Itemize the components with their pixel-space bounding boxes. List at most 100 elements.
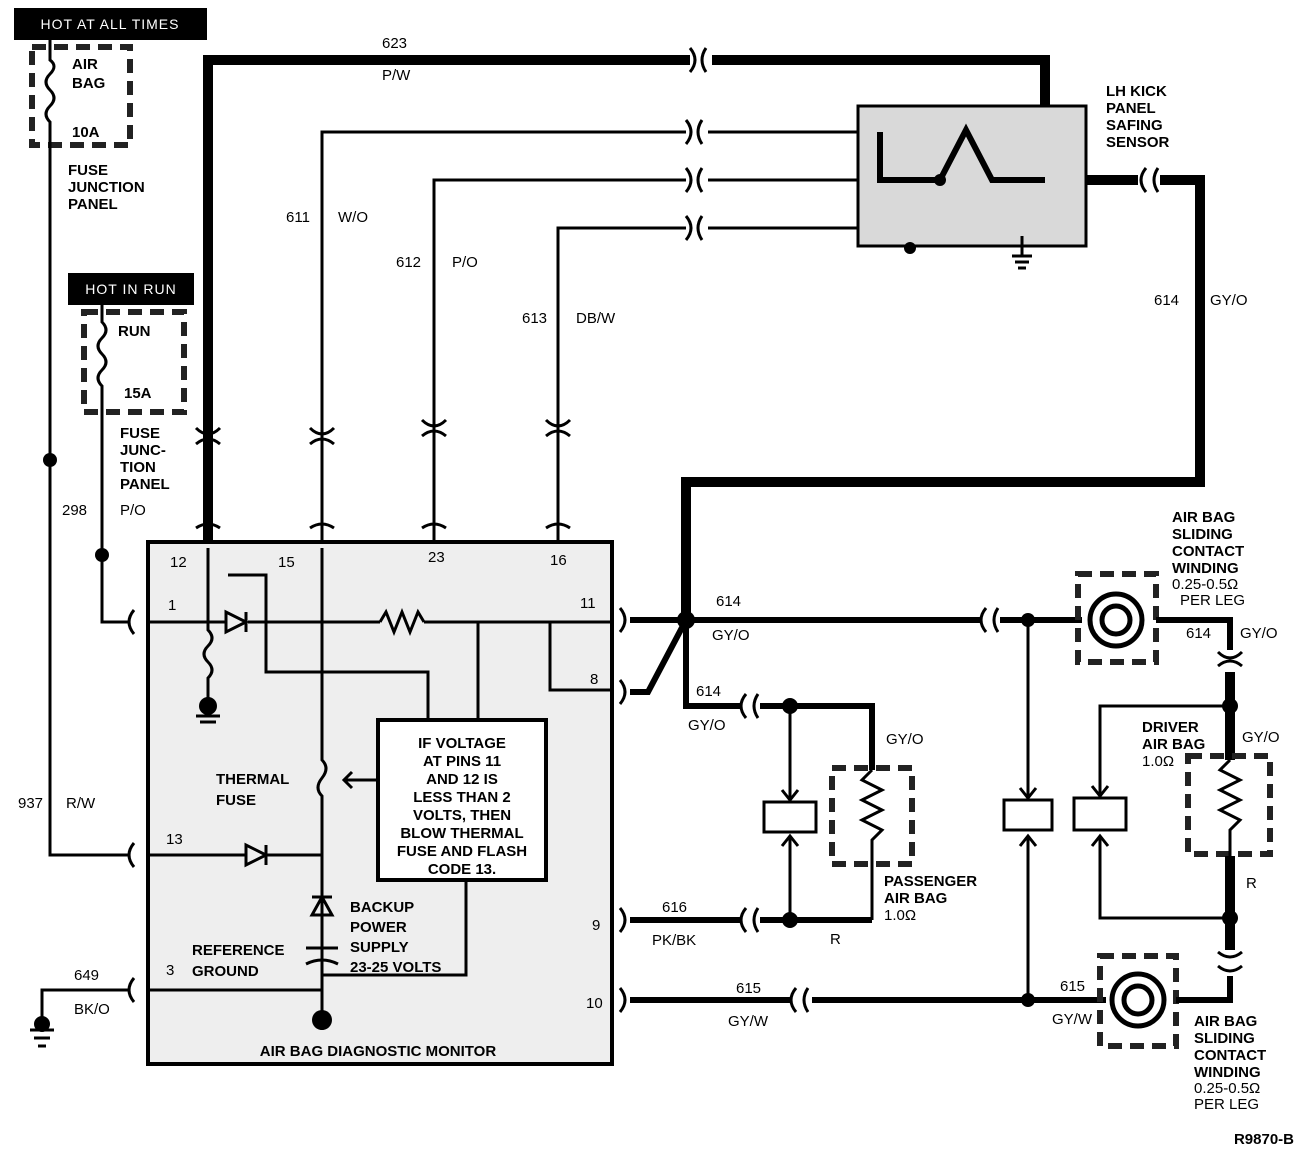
connector-pin23: [420, 418, 448, 530]
splice-298: [95, 548, 109, 562]
internal-pin15-path: [316, 548, 328, 1030]
wire-298-label: 298: [62, 502, 87, 519]
connector-pin9: [618, 907, 627, 933]
wire-clockspring-bottom: [1176, 976, 1233, 1003]
fuse-junction-panel-1-l1: FUSE: [68, 162, 108, 179]
note-line-6: BLOW THERMAL: [400, 825, 523, 842]
splice-passenger-bottom: [782, 912, 798, 928]
middle-sense-block: [1002, 798, 1054, 832]
thermal-fuse-label-1: THERMAL: [216, 771, 289, 788]
clockspring-top-label-4: WINDING: [1172, 560, 1239, 577]
note-line-1: IF VOLTAGE: [418, 735, 506, 752]
backup-label-1: BACKUP: [350, 899, 414, 916]
internal-pin12-drop: [202, 548, 214, 700]
reference-ground-label-1: REFERENCE: [192, 942, 285, 959]
fuse-junction-panel-1-l2: JUNCTION: [68, 179, 145, 196]
connector-pin15: [308, 426, 336, 530]
pin-12: 12: [170, 554, 187, 571]
ground-649-dot: [34, 1016, 50, 1032]
passenger-gyo-label: GY/O: [886, 731, 924, 748]
wire-613: [556, 226, 686, 540]
fuse-junction-panel-2-l4: PANEL: [120, 476, 170, 493]
wire-615-a-label: 615: [736, 980, 761, 997]
ground-649: [30, 1028, 54, 1048]
pin-11: 11: [580, 595, 596, 612]
wire-616-label: 616: [662, 899, 687, 916]
wire-649-color: BK/O: [74, 1001, 110, 1018]
connector-611: [684, 119, 704, 145]
connector-pin12: [194, 426, 222, 530]
wire-612-label: 612: [396, 254, 421, 271]
figure-id: R9870-B: [1234, 1131, 1294, 1148]
thermal-fuse-label-2: FUSE: [216, 792, 256, 809]
hot-in-run-text: HOT IN RUN: [85, 281, 176, 297]
wire-937-left: [48, 150, 128, 857]
pin-13: 13: [166, 831, 183, 848]
connector-614-main: [979, 607, 1000, 633]
note-line-5: VOLTS, THEN: [413, 807, 511, 824]
wire-611-label: 611: [286, 209, 310, 226]
fuse-junction-panel-1-l3: PANEL: [68, 196, 118, 213]
safing-sensor-switch: [877, 123, 1045, 183]
monitor-title: AIR BAG DIAGNOSTIC MONITOR: [260, 1043, 497, 1060]
driver-airbag-resistor: [1216, 758, 1244, 856]
wire-614-d-color: GY/O: [1240, 625, 1278, 642]
passenger-r-label: R: [830, 931, 841, 948]
splice-driver-bottom: [1222, 910, 1238, 926]
airbag-fuse-element: [44, 40, 56, 150]
driver-airbag-label-2: AIR BAG: [1142, 736, 1205, 753]
hot-at-all-times-text: HOT AT ALL TIMES: [41, 16, 180, 32]
connector-614-passenger: [739, 693, 760, 719]
wire-614-c-label: 614: [696, 683, 721, 700]
wire-612: [432, 178, 686, 540]
connector-616: [739, 907, 760, 933]
wire-614-pin8: [630, 618, 689, 695]
fuse-junction-panel-2-l2: JUNC-: [120, 442, 166, 459]
wire-649: [40, 988, 128, 1020]
run-fuse-rating: 15A: [124, 385, 152, 402]
connector-pin13: [127, 842, 136, 868]
driver-gyo-label: GY/O: [1242, 729, 1280, 746]
safing-label-3: SAFING: [1106, 117, 1163, 134]
airbag-fuse-box: [29, 44, 133, 148]
hot-in-run-header: [68, 273, 194, 305]
passenger-airbag-label-2: AIR BAG: [884, 890, 947, 907]
wire-937-label: 937: [18, 795, 43, 812]
safing-sensor-dot-2: [904, 242, 916, 254]
wire-616-color: PK/BK: [652, 932, 696, 949]
safing-label-1: LH KICK: [1106, 83, 1167, 100]
wire-611: [320, 130, 686, 540]
wire-615-a-color: GY/W: [728, 1013, 769, 1030]
clockspring-top-coil-inner: [1099, 603, 1133, 637]
clockspring-top-label-5: 0.25-0.5Ω: [1172, 576, 1238, 593]
note-line-3: AND 12 IS: [426, 771, 498, 788]
wire-298: [100, 415, 128, 624]
passenger-airbag-ohms: 1.0Ω: [884, 907, 916, 924]
wire-614-b-label: 614: [716, 593, 741, 610]
clockspring-bottom-coil-inner: [1121, 983, 1155, 1017]
clockspring-top-label-3: CONTACT: [1172, 543, 1244, 560]
connector-612: [684, 167, 704, 193]
wire-623-color: P/W: [382, 67, 411, 84]
note-line-4: LESS THAN 2: [413, 789, 511, 806]
wire-649-label: 649: [74, 967, 99, 984]
driver-sense-wires: [1090, 704, 1230, 920]
pin-15: 15: [278, 554, 295, 571]
connector-623: [688, 47, 708, 73]
wire-614-a-color: GY/O: [1210, 292, 1248, 309]
pin-10: 10: [586, 995, 603, 1012]
wire-614-a-label: 614: [1154, 292, 1179, 309]
note-line-8: CODE 13.: [428, 861, 496, 878]
clockspring-top-label-6: PER LEG: [1180, 592, 1245, 609]
wire-613-label: 613: [522, 310, 547, 327]
clockspring-top-label-2: SLIDING: [1172, 526, 1233, 543]
capacitor-backup: [305, 946, 339, 966]
diode-pin13: [244, 842, 270, 868]
safing-sensor-box: [856, 104, 1088, 248]
resistor-internal: [378, 607, 426, 637]
clockspring-bottom-label-1: AIR BAG: [1194, 1013, 1257, 1030]
internal-ground-1: [199, 697, 217, 715]
pin-8: 8: [590, 671, 598, 688]
connector-613: [684, 215, 704, 241]
airbag-fuse-rating: 10A: [72, 124, 100, 141]
